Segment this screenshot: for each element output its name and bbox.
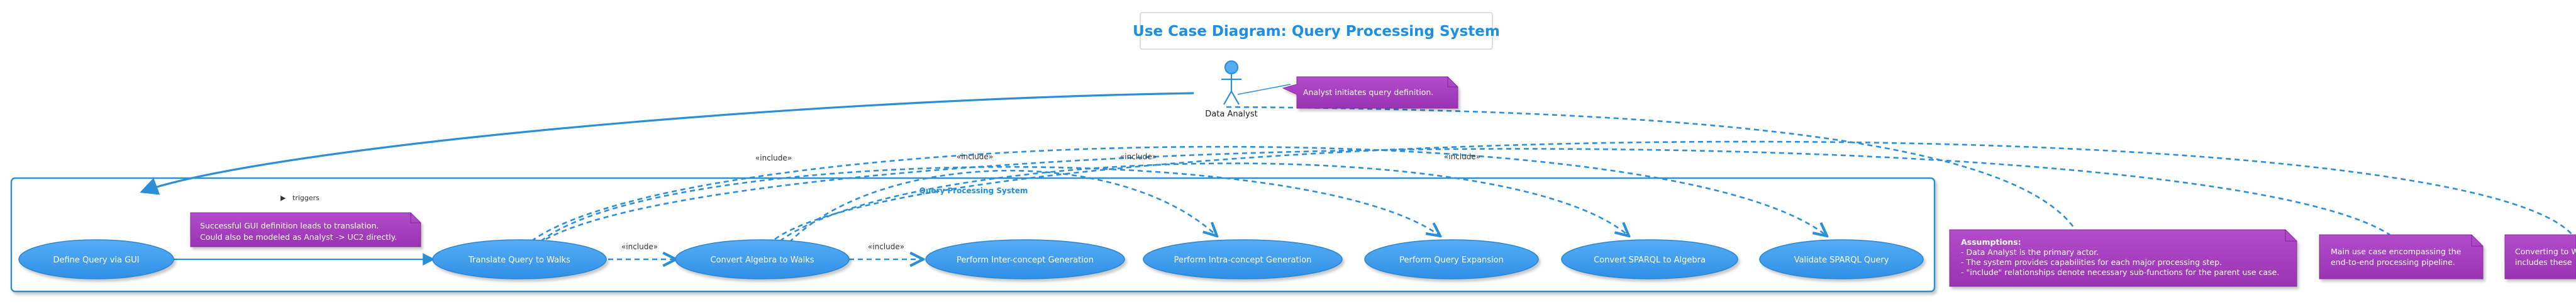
- note-actor-text: Analyst initiates query definition.: [1303, 87, 1433, 97]
- include-label-uc2-uc6: «include»: [755, 154, 792, 162]
- use-case-intra-concept[interactable]: Perform Intra-concept Generation: [1143, 239, 1343, 279]
- include-label-uc3-uc5: «include»: [957, 152, 993, 161]
- include-label-uc3-uc7: «include»: [1120, 152, 1157, 161]
- note-actor: Analyst initiates query definition.: [1282, 76, 1458, 109]
- use-case-label: Convert SPARQL to Algebra: [1594, 256, 1706, 265]
- edge-note-anchor: [774, 140, 2573, 240]
- use-case-translate-query[interactable]: Translate Query to Walks: [432, 239, 607, 279]
- note-pipeline-line-2: end-to-end processing pipeline.: [2331, 257, 2455, 267]
- use-case-validate-sparql[interactable]: Validate SPARQL Query: [1759, 239, 1924, 279]
- use-case-label: Perform Query Expansion: [1399, 256, 1504, 265]
- use-case-convert-algebra[interactable]: Convert Algebra to Walks: [675, 239, 850, 279]
- triggers-label: triggers: [292, 194, 319, 202]
- pipeline-note-anchor: [545, 148, 2390, 240]
- use-case-query-expansion[interactable]: Perform Query Expansion: [1364, 239, 1539, 279]
- system-boundary-label: Query Processing System: [919, 186, 1028, 195]
- include-label-uc2-uc8: «include»: [1444, 152, 1480, 161]
- use-cases: Define Query via GUI Translate Query to …: [18, 239, 1924, 279]
- notes: Analyst initiates query definition. Succ…: [190, 76, 2576, 287]
- include-uc2-uc6: [540, 166, 1440, 242]
- note-pipeline: Main use case encompassing the end-to-en…: [2319, 234, 2484, 279]
- note-assumptions-line-3: - "include" relationships denote necessa…: [1961, 267, 2279, 277]
- note-gui-line-2: Could also be modeled as Analyst -> UC2 …: [200, 232, 397, 242]
- note-assumptions-title: Assumptions:: [1961, 237, 2021, 247]
- diagram-title: Use Case Diagram: Query Processing Syste…: [1133, 23, 1500, 40]
- relationship-labels: ▶ triggers «include» «include» «include»…: [280, 152, 1480, 251]
- triggers-arrow: ▶: [280, 194, 286, 202]
- note-gui-line-1: Successful GUI definition leads to trans…: [200, 221, 379, 230]
- use-case-label: Perform Inter-concept Generation: [957, 256, 1094, 265]
- note-edge-line-2: includes these: [2515, 257, 2572, 267]
- relationship-lines: [140, 84, 2573, 259]
- include-uc3-uc5: [789, 169, 1217, 243]
- assumptions-anchor: [1226, 106, 2077, 230]
- actor-note-anchor: [1237, 84, 1291, 95]
- use-case-inter-concept[interactable]: Perform Inter-concept Generation: [925, 239, 1125, 279]
- use-case-label: Convert Algebra to Walks: [710, 256, 814, 265]
- include-label-uc2-uc3: «include»: [621, 242, 658, 251]
- note-assumptions-line-1: - Data Analyst is the primary actor.: [1961, 247, 2099, 257]
- include-uc3-uc7: [779, 162, 1629, 242]
- use-case-label: Perform Intra-concept Generation: [1174, 256, 1312, 265]
- use-case-sparql-to-algebra[interactable]: Convert SPARQL to Algebra: [1561, 239, 1738, 279]
- note-assumptions: Assumptions: - Data Analyst is the prima…: [1949, 229, 2297, 287]
- triggers-association: [140, 92, 1194, 195]
- use-case-label: Define Query via GUI: [53, 256, 139, 265]
- actor-icon: [1221, 60, 1241, 105]
- note-edge-line-1: Converting to W: [2515, 247, 2576, 256]
- note-gui: Successful GUI definition leads to trans…: [190, 212, 421, 247]
- note-assumptions-line-2: - The system provides capabilities for e…: [1961, 257, 2222, 267]
- use-case-define-query[interactable]: Define Query via GUI: [18, 239, 174, 279]
- note-pipeline-line-1: Main use case encompassing the: [2331, 247, 2462, 256]
- actor-name: Data Analyst: [1205, 110, 1257, 119]
- actor-data-analyst[interactable]: Data Analyst: [1205, 60, 1258, 119]
- use-case-label: Validate SPARQL Query: [1794, 256, 1889, 265]
- include-label-uc3-uc4: «include»: [868, 242, 904, 251]
- title-box: Use Case Diagram: Query Processing Syste…: [1133, 12, 1500, 50]
- note-edge: Converting to W includes these: [2504, 234, 2576, 279]
- use-case-label: Translate Query to Walks: [468, 256, 570, 265]
- include-uc2-uc8: [531, 145, 1827, 242]
